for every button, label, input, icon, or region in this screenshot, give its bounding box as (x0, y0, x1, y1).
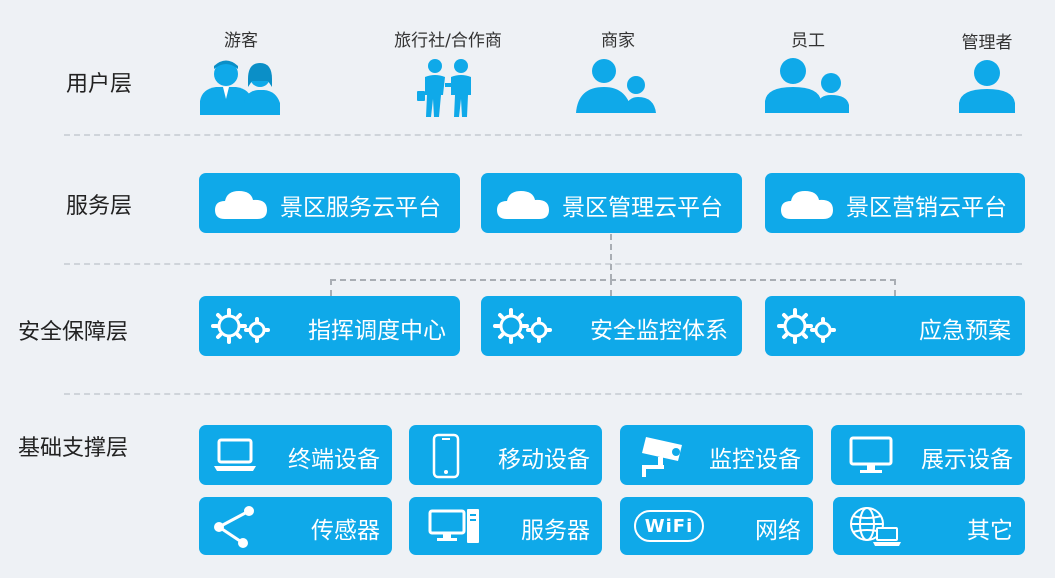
security-box[interactable]: 安全监控体系 (481, 296, 742, 356)
service-box[interactable]: 景区管理云平台 (481, 173, 742, 233)
connector-line (330, 279, 896, 281)
layer-divider (64, 134, 1022, 136)
cloud-icon (215, 191, 267, 219)
infra-box[interactable]: 展示设备 (831, 425, 1025, 485)
user-merchant: 商家 (538, 26, 698, 113)
infra-box[interactable]: 其它 (833, 497, 1025, 555)
gears-icon (493, 308, 552, 344)
monitor-icon (849, 436, 893, 473)
infra-box[interactable]: 传感器 (199, 497, 392, 555)
user-label: 商家 (601, 31, 635, 51)
wifi-badge: WiFi (644, 515, 694, 537)
globe-icon (850, 507, 901, 546)
infra-box[interactable]: 服务器 (409, 497, 602, 555)
service-label: 景区服务云平台 (280, 195, 441, 221)
service-label: 景区营销云平台 (846, 195, 1007, 221)
security-label: 应急预案 (919, 318, 1011, 344)
user-tourist: 游客 (161, 26, 321, 115)
infra-label: 网络 (755, 518, 801, 544)
user-staff: 员工 (728, 26, 888, 113)
infra-box[interactable]: 监控设备 (620, 425, 813, 485)
infra-label: 传感器 (311, 518, 380, 544)
manager-icon (959, 60, 1015, 113)
user-label: 旅行社/合作商 (394, 31, 502, 51)
infra-label: 展示设备 (921, 447, 1013, 473)
desktop-icon (428, 509, 479, 543)
connector-line (330, 279, 332, 296)
user-agency: 旅行社/合作商 (368, 26, 528, 117)
phone-icon (432, 433, 460, 479)
infra-box[interactable]: WiFi 网络 (620, 497, 813, 555)
layer-divider (64, 263, 1022, 265)
security-box[interactable]: 指挥调度中心 (199, 296, 460, 356)
cloud-icon (497, 191, 549, 219)
connector-line (610, 234, 612, 280)
infra-label: 服务器 (521, 518, 590, 544)
merchant-icon (576, 59, 656, 113)
user-label: 游客 (224, 31, 258, 51)
share-icon (214, 506, 254, 548)
laptop-icon (214, 438, 256, 471)
staff-icon (765, 58, 849, 113)
infra-label: 终端设备 (288, 447, 380, 473)
infra-label: 监控设备 (709, 447, 801, 473)
security-box[interactable]: 应急预案 (765, 296, 1025, 356)
layer-label-service: 服务层 (66, 194, 133, 219)
cloud-icon (781, 191, 833, 219)
layer-divider (64, 393, 1022, 395)
layer-label-infra: 基础支撑层 (18, 436, 129, 461)
service-label: 景区管理云平台 (562, 195, 723, 221)
user-manager: 管理者 (907, 28, 1055, 113)
infra-box[interactable]: 终端设备 (199, 425, 392, 485)
user-label: 管理者 (961, 33, 1013, 53)
couple-icon (200, 60, 280, 115)
connector-line (894, 279, 896, 296)
gears-icon (777, 308, 836, 344)
security-label: 安全监控体系 (590, 318, 728, 344)
layer-label-user: 用户层 (66, 72, 133, 97)
layer-label-security: 安全保障层 (18, 320, 129, 345)
security-label: 指挥调度中心 (308, 318, 446, 344)
walking-pair-icon (417, 59, 471, 117)
camera-icon (642, 437, 682, 477)
user-label: 员工 (791, 31, 825, 51)
infra-label: 其它 (967, 518, 1013, 544)
infra-box[interactable]: 移动设备 (409, 425, 602, 485)
service-box[interactable]: 景区服务云平台 (199, 173, 460, 233)
service-box[interactable]: 景区营销云平台 (765, 173, 1025, 233)
gears-icon (211, 308, 270, 344)
wifi-icon: WiFi (634, 510, 704, 542)
connector-line (610, 279, 612, 296)
infra-label: 移动设备 (498, 447, 590, 473)
